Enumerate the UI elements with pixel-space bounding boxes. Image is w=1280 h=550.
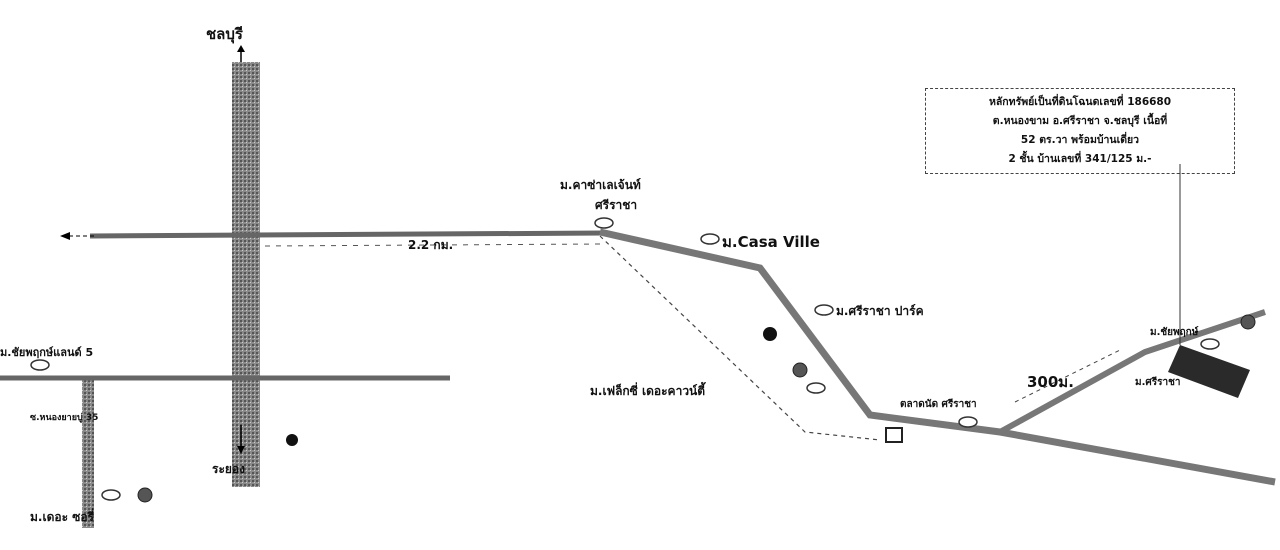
village-icon bbox=[814, 304, 834, 316]
place-village-right-bottom: ม.ศรีราชา bbox=[1135, 377, 1181, 388]
landmark-dot-icon bbox=[286, 434, 298, 446]
property-marker bbox=[1168, 345, 1250, 398]
distance-soi-label: 300ม. bbox=[1027, 373, 1074, 391]
village-icon bbox=[1200, 338, 1220, 350]
place-village-right-top: ม.ชัยพฤกษ์ bbox=[1150, 327, 1199, 338]
road-left-vertical bbox=[82, 378, 94, 528]
place-casa-legend: ม.คาซ่าเลเจ้นท์ bbox=[560, 178, 641, 192]
road-soi bbox=[998, 309, 1266, 435]
place-casa-legend-2: ศรีราชา bbox=[595, 198, 638, 212]
highway-vertical bbox=[232, 62, 260, 487]
direction-south-label: ระยอง bbox=[212, 462, 245, 476]
landmark-dot-icon bbox=[763, 327, 777, 341]
store-icon bbox=[885, 427, 903, 443]
road-main-horizontal bbox=[89, 230, 606, 239]
direction-north-label: ชลบุรี bbox=[206, 25, 243, 43]
property-info-box: หลักทรัพย์เป็นที่ดินโฉนดเลขที่ 186680 ต.… bbox=[925, 88, 1235, 174]
place-casa-ville: ม.Casa Ville bbox=[722, 233, 820, 251]
gas-station-icon bbox=[792, 362, 808, 378]
road-main bbox=[599, 228, 1276, 486]
place-the-county: ม.เฟล็กซี่ เดอะคาวน์ตี้ bbox=[590, 384, 706, 398]
place-village-left-top: ม.ชัยพฤกษ์แลนด์ 5 bbox=[0, 346, 94, 359]
village-icon bbox=[958, 416, 978, 428]
info-line: ต.หนองขาม อ.ศรีราชา จ.ชลบุรี เนื้อที่ bbox=[992, 115, 1168, 127]
village-icon bbox=[806, 382, 826, 394]
info-line: หลักทรัพย์เป็นที่ดินโฉนดเลขที่ 186680 bbox=[988, 96, 1172, 108]
village-icon bbox=[101, 489, 121, 501]
gas-station-icon bbox=[1240, 314, 1256, 330]
village-icon bbox=[594, 217, 614, 229]
soi-left-label: ซ.หนองยายบู่ 35 bbox=[30, 413, 99, 423]
info-line: 2 ชั้น บ้านเลขที่ 341/125 ม.- bbox=[1008, 153, 1152, 165]
place-market: ตลาดนัด ศรีราชา bbox=[900, 399, 977, 410]
village-icon bbox=[700, 233, 720, 245]
info-line: 52 ตร.วา พร้อมบ้านเดี่ยว bbox=[1020, 134, 1140, 146]
village-icon bbox=[30, 359, 50, 371]
place-sriracha-park: ม.ศรีราชา ปาร์ค bbox=[836, 304, 924, 318]
place-village-left-bottom: ม.เดอะ ซอรี่ bbox=[30, 510, 94, 524]
distance-main-label: 2.2 กม. bbox=[408, 238, 454, 252]
store-icon-label: 7 bbox=[890, 433, 897, 443]
gas-station-icon bbox=[137, 487, 153, 503]
